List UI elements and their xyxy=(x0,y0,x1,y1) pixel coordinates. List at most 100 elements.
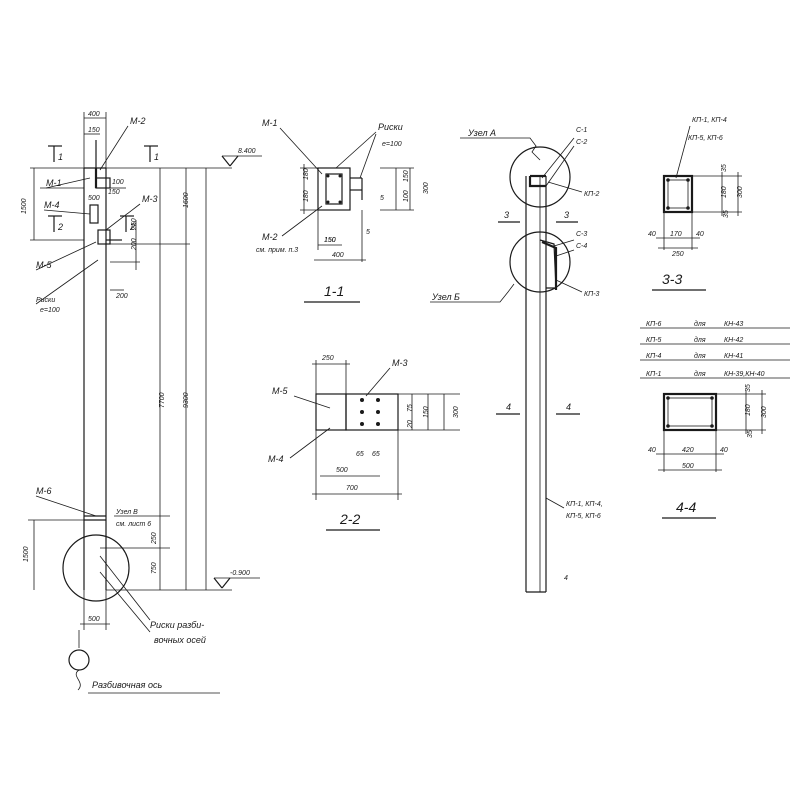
s33-dim-300: 300 xyxy=(737,186,744,198)
node-b-label: Узел Б xyxy=(431,292,460,302)
level-bottom: -0.900 xyxy=(230,570,250,577)
s33-label-1: КП-1, КП-4 xyxy=(692,117,727,124)
table-cell-mark: КП-5 xyxy=(646,337,662,344)
s33-dim-40b: 40 xyxy=(696,231,704,238)
s33-dim-180: 180 xyxy=(721,186,728,198)
dim-200-left: 200 xyxy=(115,293,128,300)
dim-150: 150 xyxy=(88,127,100,134)
s11-dim-150r: 150 xyxy=(403,170,410,182)
s22-dim-300: 300 xyxy=(453,406,460,418)
table-cell-for: для xyxy=(694,336,706,344)
column-elevation: 400 150 100 150 1500 500 200 250 200 xyxy=(21,111,262,694)
dim-100-upper: 100 xyxy=(112,179,124,186)
label-m2: М-2 xyxy=(130,116,146,126)
cut-3-right: 3 xyxy=(564,210,569,220)
s33-dim-170: 170 xyxy=(670,231,682,238)
dim-1600: 1600 xyxy=(183,192,190,208)
section-2-2: 250 700 500 65 65 75 20 150 300 М-3 М-5 … xyxy=(268,355,460,531)
mark-table: КП-6 для КН-43 КП-5 для КН-42 КП-4 для К… xyxy=(640,320,790,379)
table-row: КП-5 для КН-42 xyxy=(646,336,743,344)
label-c1: С-1 xyxy=(576,127,587,134)
table-cell-mark: КП-6 xyxy=(646,321,662,328)
s44-dim-40a: 40 xyxy=(648,447,656,454)
node-v-2: см. лист 6 xyxy=(116,521,151,528)
cut-4-right: 4 xyxy=(566,402,571,412)
s44-dim-300: 300 xyxy=(761,406,768,418)
table-row: КП-1 для КН-39,КН-40 xyxy=(646,370,765,378)
table-cell-for: для xyxy=(694,370,706,378)
s22-label-m3: М-3 xyxy=(392,358,408,368)
s33-title: 3-3 xyxy=(662,271,682,287)
s11-title: 1-1 xyxy=(324,283,344,299)
cut-4-left: 4 xyxy=(506,402,511,412)
s22-title: 2-2 xyxy=(339,511,360,527)
cut-3-left: 3 xyxy=(504,210,509,220)
dim-7700: 7700 xyxy=(159,392,166,408)
s11-dim-5b: 5 xyxy=(366,229,370,236)
s11-risk-1: Риски xyxy=(378,122,403,132)
cut-1-left: 1 xyxy=(58,152,63,162)
dim-500: 500 xyxy=(88,195,100,202)
s22-dim-75: 75 xyxy=(407,404,414,412)
label-c2: С-2 xyxy=(576,139,587,146)
table-cell-col: КН-41 xyxy=(724,353,743,360)
node-a-circle xyxy=(509,146,571,208)
label-m6: М-6 xyxy=(36,486,52,496)
table-cell-col: КН-43 xyxy=(724,321,743,328)
s33-dim-35a: 35 xyxy=(721,164,728,172)
dim-bottom-width: 500 xyxy=(88,616,100,623)
s33-dim-250: 250 xyxy=(671,251,684,258)
s22-dim-250: 250 xyxy=(321,355,334,362)
dim-top-width: 400 xyxy=(88,111,100,118)
s11-dim-180a: 180 xyxy=(303,168,310,180)
risk-label-2: е=100 xyxy=(40,307,60,314)
dim-150-upper: 150 xyxy=(108,189,120,196)
s44-dim-40b: 40 xyxy=(720,447,728,454)
column-side-view: Узел А Узел Б С-1 С-2 КП-2 С-3 С-4 КП-3 … xyxy=(430,127,603,593)
kp-label-1: КП-1, КП-4, xyxy=(566,501,603,508)
axis-label: Разбивочная ось xyxy=(92,680,162,690)
section-1-1: 400 150 180 180 150 100 300 5 5 150 М-1 … xyxy=(256,118,430,303)
dim-200-right: 200 xyxy=(131,238,138,251)
table-cell-mark: КП-1 xyxy=(646,371,662,378)
cut-2-left: 2 xyxy=(57,222,63,232)
s22-dim-150: 150 xyxy=(423,406,430,418)
s33-label-2: КП-5, КП-6 xyxy=(688,135,723,142)
risk-label-1: Риски xyxy=(36,297,55,304)
level-top: 8.400 xyxy=(238,148,256,155)
label-m1: М-1 xyxy=(46,178,62,188)
s11-label-m1: М-1 xyxy=(262,118,278,128)
s22-dim-65a: 65 xyxy=(356,451,364,458)
dim-750: 750 xyxy=(151,562,158,574)
s11-dim-5a: 5 xyxy=(380,195,384,202)
s22-label-m5: М-5 xyxy=(272,386,288,396)
s22-dim-20: 20 xyxy=(407,420,414,429)
table-cell-for: для xyxy=(694,352,706,360)
label-kp3: КП-3 xyxy=(584,291,600,298)
table-cell-col: КН-42 xyxy=(724,337,743,344)
table-cell-col: КН-39,КН-40 xyxy=(724,371,765,378)
label-m5: М-5 xyxy=(36,260,52,270)
table-row: КП-4 для КН-41 xyxy=(646,352,743,360)
s22-dim-500: 500 xyxy=(336,467,348,474)
s22-dim-65b: 65 xyxy=(372,451,380,458)
axis-bubble xyxy=(68,649,90,671)
label-m3: М-3 xyxy=(142,194,158,204)
dim-250-bottom: 250 xyxy=(151,532,158,545)
s11-dim-180b: 180 xyxy=(303,190,310,202)
dim-1500-top: 1500 xyxy=(21,198,28,214)
cut-2-right: 2 xyxy=(129,222,135,232)
s11-dim-100: 100 xyxy=(403,190,410,202)
label-c4: С-4 xyxy=(576,243,587,250)
axis-risk-2: вочных осей xyxy=(154,635,206,645)
s44-dim-420: 420 xyxy=(682,447,694,454)
s11-dim-400: 400 xyxy=(332,252,344,259)
node-v-circle xyxy=(62,534,130,602)
s44-dim-35a: 35 xyxy=(745,384,752,392)
section-3-3: 35 180 35 300 40 170 40 250 КП-1, КП-4 К… xyxy=(648,117,744,291)
label-c3: С-3 xyxy=(576,231,587,238)
node-b-circle xyxy=(509,231,571,293)
s11-risk-2: е=100 xyxy=(382,141,402,148)
kp-label-2: КП-5, КП-6 xyxy=(566,513,601,520)
